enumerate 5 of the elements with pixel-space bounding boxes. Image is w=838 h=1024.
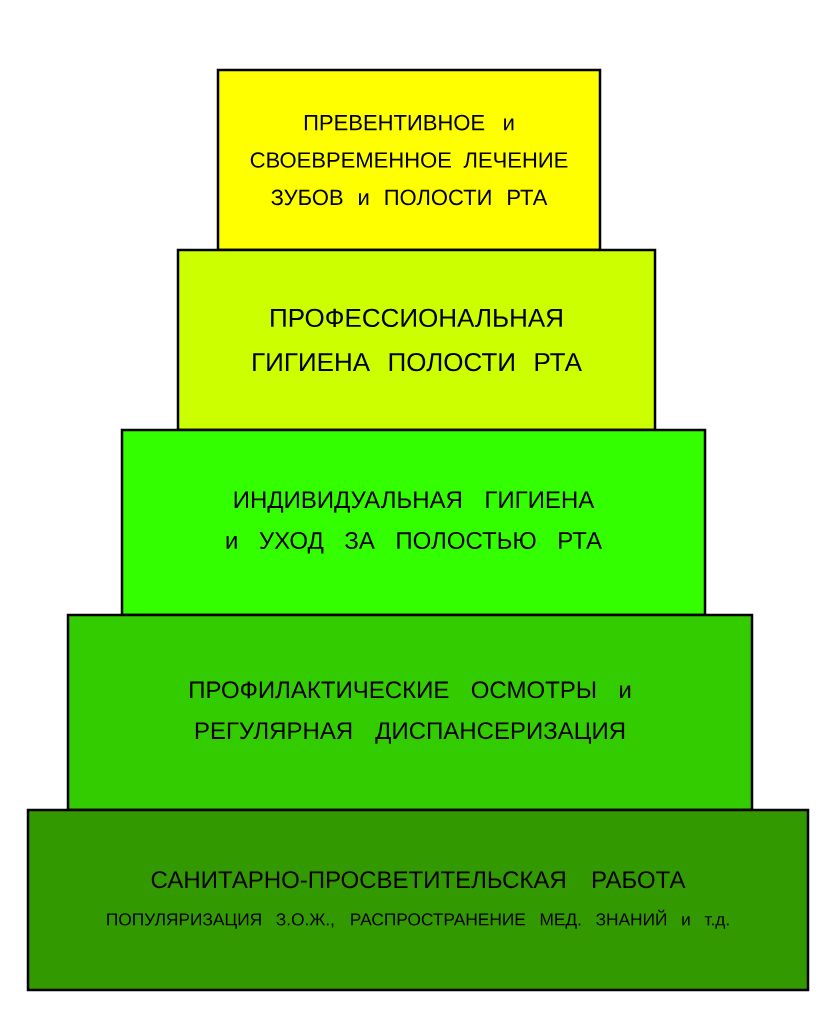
pyramid-tier: ИНДИВИДУАЛЬНАЯ ГИГИЕНА и УХОД ЗА ПОЛОСТЬЮ РТА xyxy=(120,428,707,617)
pyramid-tier: ПРОФИЛАКТИЧЕСКИЕ ОСМОТРЫ и РЕГУЛЯРНАЯ ДИСПАНСЕРИЗАЦИЯ xyxy=(66,613,754,812)
pyramid-tier: ПРЕВЕНТИВНОЕ и СВОЕВРЕМЕННОЕ ЛЕЧЕНИЕ ЗУБОВ и ПОЛОСТИ РТА xyxy=(216,68,602,252)
pyramid-tier: САНИТАРНО-ПРОСВЕТИТЕЛЬСКАЯ РАБОТА ПОПУЛЯРИЗАЦИЯ З.О.Ж., РАСПРОСТРАНЕНИЕ МЕД. ЗНАНИЙ и т.д. xyxy=(26,808,810,992)
pyramid-tier: ПРОФЕССИОНАЛЬНАЯ ГИГИЕНА ПОЛОСТИ РТА xyxy=(176,248,657,432)
